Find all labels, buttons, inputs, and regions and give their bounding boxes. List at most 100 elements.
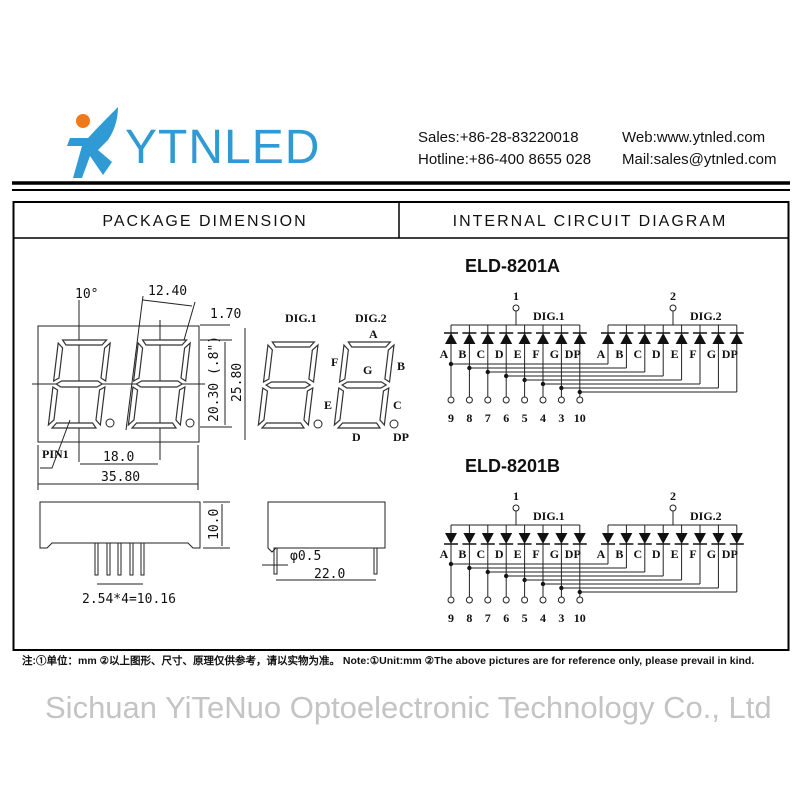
diode-g-icon (555, 533, 568, 544)
segment-pin-label: 9 (448, 611, 454, 625)
segment-label: A (440, 547, 449, 561)
main-frame (12, 201, 790, 651)
segment-label: C (633, 547, 642, 561)
segment-pin (539, 396, 547, 404)
website: Web:www.ytnled.com (622, 129, 765, 146)
diode-f-icon (537, 333, 549, 344)
common-pin-label: 2 (670, 289, 676, 303)
segment-label: B (458, 347, 466, 361)
segment-diagram (257, 341, 395, 429)
segment-pin-label: 7 (485, 611, 491, 625)
sales-phone: Sales:+86-28-83220018 (418, 129, 579, 146)
diode-a-icon (602, 533, 614, 544)
front-digit-2 (127, 339, 191, 429)
segment-label: DP (722, 547, 738, 561)
segment-label: C (476, 347, 485, 361)
diode-c-icon (638, 333, 651, 344)
segment-label: D (652, 547, 661, 561)
segment-label: F (689, 547, 696, 561)
diode-f-icon (694, 333, 706, 344)
segment-label-f: F (331, 355, 338, 369)
common-pin-1 (512, 304, 520, 312)
segment-label: E (514, 347, 522, 361)
diode-e-icon (518, 533, 531, 544)
segment-label: C (633, 347, 642, 361)
dim-pin-diameter: φ0.5 (290, 549, 321, 564)
digit-label: DIG.2 (690, 509, 722, 523)
section-title-circuit: INTERNAL CIRCUIT DIAGRAM (453, 213, 728, 230)
segment-label: E (671, 347, 679, 361)
common-pin-label: 1 (513, 489, 519, 503)
diode-a-icon (602, 333, 614, 344)
diode-e-icon (675, 533, 688, 544)
segment-label: B (615, 547, 623, 561)
diode-b-icon (620, 333, 633, 344)
digit-label: DIG.1 (533, 509, 565, 523)
segment-label: E (514, 547, 522, 561)
segment-label: DP (565, 347, 581, 361)
dim-row-spacing: 22.0 (314, 567, 345, 582)
segment-g (135, 380, 184, 388)
segment-g (340, 381, 388, 389)
common-pin-2 (669, 304, 677, 312)
segment-pin-label: 6 (503, 611, 509, 625)
segment-label-a: A (369, 327, 378, 341)
common-pin-label: 1 (513, 289, 519, 303)
segment-d (336, 422, 382, 429)
segment-label: G (550, 547, 559, 561)
segment-label: E (671, 547, 679, 561)
segment-b (308, 343, 319, 384)
segment-f (262, 343, 273, 384)
segment-pin-label: 7 (485, 411, 491, 425)
package-side-view (39, 501, 230, 585)
diode-dp-icon (573, 533, 586, 544)
diode-dp-icon (730, 533, 743, 544)
segment-label: A (597, 347, 606, 361)
brand-name: YTNLED (125, 121, 320, 174)
segment-pin-label: 3 (558, 611, 564, 625)
segment-pin (576, 396, 584, 404)
front-digit-1 (47, 339, 111, 429)
segment-d (260, 422, 306, 429)
diode-e-icon (518, 333, 531, 344)
segment-label: C (476, 547, 485, 561)
diode-b-icon (620, 533, 633, 544)
segment-pin (484, 596, 492, 604)
diode-dp-icon (730, 333, 743, 344)
diode-d-icon (657, 533, 670, 544)
segment-label-c: C (393, 398, 402, 412)
segment-a (141, 339, 188, 346)
diode-g-icon (712, 533, 725, 544)
segment-b (100, 341, 111, 383)
watermark: Sichuan YiTeNuo Optoelectronic Technolog… (45, 690, 772, 725)
segment-pin (539, 596, 547, 604)
dim-pin-pitch: 2.54*4=10.16 (82, 592, 176, 607)
hotline: Hotline:+86-400 8655 028 (418, 151, 591, 168)
dim-total-height: 25.80 (230, 363, 245, 402)
segment-label: G (707, 347, 716, 361)
dig2-label: DIG.2 (355, 311, 387, 325)
segment-pin-label: 9 (448, 411, 454, 425)
segment-pin (447, 596, 455, 604)
common-pin-2 (669, 504, 677, 512)
model-b-title: ELD-8201B (465, 456, 560, 476)
diode-d-icon (500, 533, 513, 544)
segment-e (257, 386, 269, 427)
segment-b (384, 343, 395, 384)
diode-e-icon (675, 333, 688, 344)
segment-pin-label: 10 (574, 611, 586, 625)
diode-f-icon (694, 533, 706, 544)
segment-label: D (652, 347, 661, 361)
diode-c-icon (638, 533, 651, 544)
diode-f-icon (537, 533, 549, 544)
digit-label: DIG.1 (533, 309, 565, 323)
segment-pin-label: 6 (503, 411, 509, 425)
section-title-package: PACKAGE DIMENSION (102, 213, 307, 230)
segment-label: D (495, 347, 504, 361)
dig1-label: DIG.1 (285, 311, 317, 325)
segment-label: B (615, 347, 623, 361)
segment-label: G (707, 547, 716, 561)
segment-pin (557, 396, 565, 404)
